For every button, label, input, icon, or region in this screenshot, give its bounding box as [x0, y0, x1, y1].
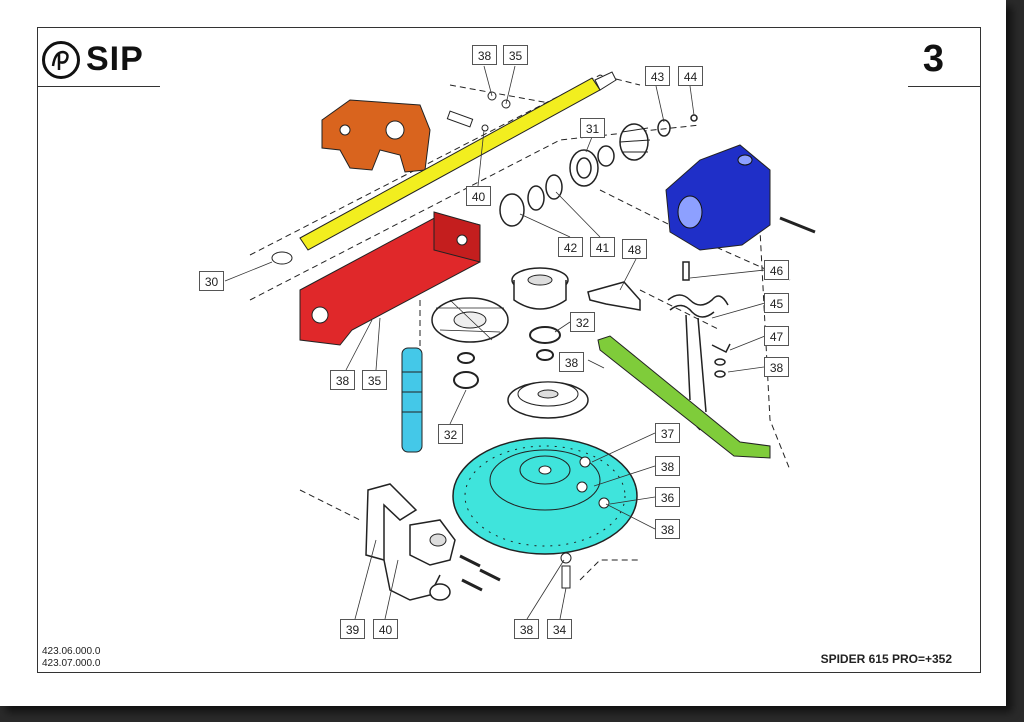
- callout-40[interactable]: 40: [373, 619, 398, 639]
- drive-pulley: [507, 381, 589, 419]
- header-rule-right: [908, 86, 981, 87]
- top-fasteners: [446, 91, 511, 132]
- exploded-view-diagram: [224, 65, 816, 620]
- page-number: 3: [922, 38, 944, 80]
- callout-30[interactable]: 30: [199, 271, 224, 291]
- lower-bracket-assembly: [365, 483, 501, 601]
- callout-38[interactable]: 38: [330, 370, 355, 390]
- model-name: SPIDER 615 PRO=+352: [820, 652, 952, 666]
- orange-bracket: [321, 99, 431, 173]
- callout-32[interactable]: 32: [570, 312, 595, 332]
- yellow-drive-shaft: [271, 71, 617, 265]
- parts-sheet: SIP 3: [0, 0, 1006, 706]
- brand-name: SIP: [86, 40, 144, 78]
- red-beam: [299, 211, 481, 346]
- callout-37[interactable]: 37: [655, 423, 680, 443]
- bearing-housing: [511, 267, 569, 361]
- callout-48[interactable]: 48: [622, 239, 647, 259]
- part-code: 423.07.000.0: [42, 658, 101, 669]
- callout-35[interactable]: 35: [503, 45, 528, 65]
- cyan-rotor-disc: [452, 437, 638, 589]
- callout-38[interactable]: 38: [559, 352, 584, 372]
- cyan-vertical-shaft: [401, 347, 423, 453]
- callout-36[interactable]: 36: [655, 487, 680, 507]
- callout-43[interactable]: 43: [645, 66, 670, 86]
- drawing-frame: [37, 27, 981, 673]
- callout-44[interactable]: 44: [678, 66, 703, 86]
- callout-42[interactable]: 42: [558, 237, 583, 257]
- leader-lines: [224, 65, 766, 620]
- callout-32[interactable]: 32: [438, 424, 463, 444]
- callout-38[interactable]: 38: [655, 519, 680, 539]
- callout-38[interactable]: 38: [764, 357, 789, 377]
- callout-45[interactable]: 45: [764, 293, 789, 313]
- callout-47[interactable]: 47: [764, 326, 789, 346]
- callout-31[interactable]: 31: [580, 118, 605, 138]
- callout-40[interactable]: 40: [466, 186, 491, 206]
- callout-39[interactable]: 39: [340, 619, 365, 639]
- callout-34[interactable]: 34: [547, 619, 572, 639]
- callout-46[interactable]: 46: [764, 260, 789, 280]
- header-rule-left: [38, 86, 160, 87]
- callout-38[interactable]: 38: [655, 456, 680, 476]
- callout-41[interactable]: 41: [590, 237, 615, 257]
- large-bevel-gear: [431, 297, 509, 389]
- rings-bearings: [499, 114, 698, 227]
- part-code: 423.06.000.0: [42, 646, 101, 657]
- sip-emblem-icon: [42, 40, 80, 79]
- spring-assembly: [587, 261, 731, 413]
- brand-logo: SIP: [42, 40, 144, 79]
- top-bevel-pinion: [619, 123, 651, 161]
- callout-38[interactable]: 38: [514, 619, 539, 639]
- part-codes: 423.06.000.0 423.07.000.0: [42, 646, 100, 670]
- callout-38[interactable]: 38: [472, 45, 497, 65]
- blue-gearbox: [665, 144, 816, 251]
- green-linkage-arm: [597, 335, 771, 459]
- callout-35[interactable]: 35: [362, 370, 387, 390]
